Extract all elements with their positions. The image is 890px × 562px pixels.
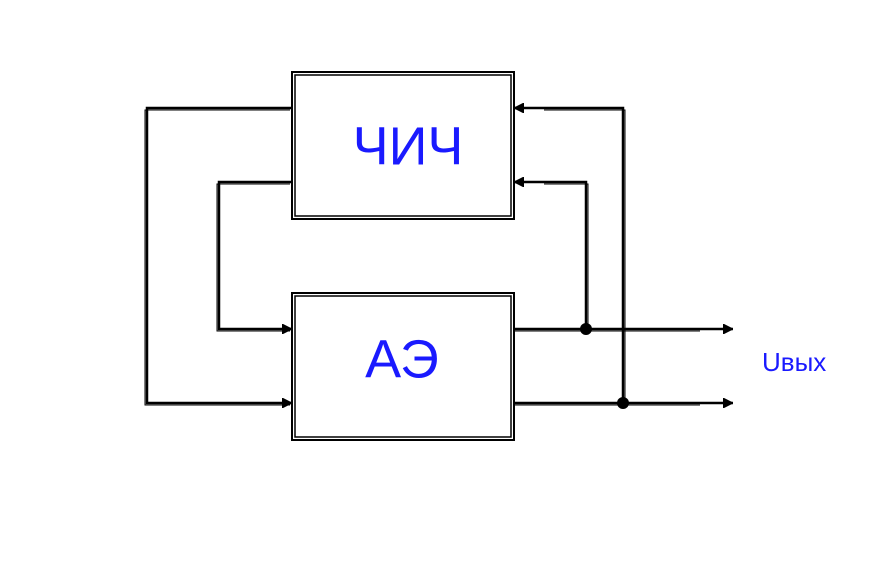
left-inner-connection [216,180,292,332]
feedback-outer-line-shadow [544,109,626,401]
block-ae: АЭ [291,292,515,441]
block-ae-outer-border [291,292,515,441]
block-ae-inner-border [294,295,512,438]
feedback-outer-line [514,108,625,403]
block-chich: ЧИЧ [291,71,515,220]
left-outer-line-shadow [144,109,290,406]
feedback-inner-line [514,182,588,329]
feedback-outer-connection [514,108,626,403]
left-outer-line [145,106,292,403]
block-chich-label: ЧИЧ [353,116,464,176]
block-ae-label: АЭ [365,329,439,389]
junction-dot-upper [580,323,592,335]
block-chich-outer-border [291,71,515,220]
block-chich-inner-border [294,74,512,217]
output-voltage-label: Uвых [762,347,826,377]
feedback-inner-line-shadow [544,183,589,327]
feedback-inner-connection [514,182,589,329]
left-inner-line [217,180,292,329]
left-outer-connection [144,106,292,406]
junction-dot-lower [617,397,629,409]
left-inner-line-shadow [216,183,290,332]
